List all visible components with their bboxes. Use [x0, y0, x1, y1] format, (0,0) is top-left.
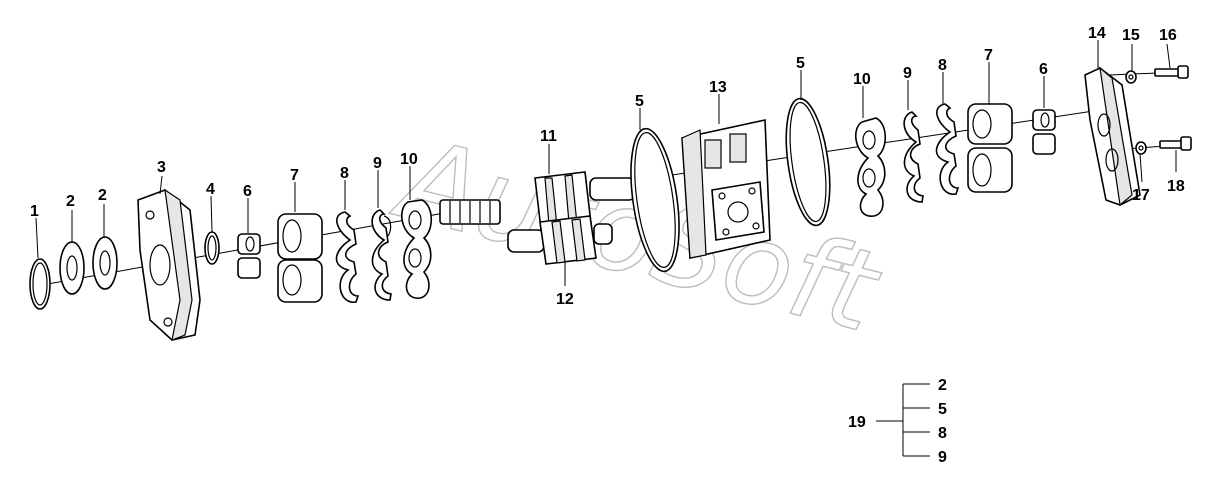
part-13-pump-body	[681, 119, 771, 259]
part-8-seal-left	[335, 211, 360, 303]
callout-8a: 8	[340, 165, 349, 182]
kit-item-9: 9	[938, 449, 947, 466]
callout-9b: 9	[903, 65, 912, 82]
callout-5a: 5	[635, 93, 644, 110]
callout-12: 12	[556, 291, 574, 308]
part-1-snap-ring	[29, 258, 51, 310]
callout-18: 18	[1167, 178, 1185, 195]
part-9-backup-ring-left	[371, 209, 392, 301]
callout-11: 11	[540, 128, 557, 145]
part-15-washer-top	[1125, 70, 1137, 84]
kit-19-bracket: 19 2 5 8 9	[848, 377, 947, 466]
part-3-front-cover	[137, 188, 201, 341]
callout-5b: 5	[796, 55, 805, 72]
part-14-rear-cover	[1084, 66, 1141, 207]
part-9-backup-ring-right	[903, 111, 924, 203]
callout-2b: 2	[98, 187, 107, 204]
callout-labels: 1 2 2 3 4 6 7 8 9 10 11 12 5 13 5 10 9 8…	[30, 25, 1185, 308]
part-10-wear-plate-left	[401, 199, 433, 299]
callout-leaders	[35, 40, 1177, 286]
part-7-bearing-left	[277, 213, 323, 303]
kit-label: 19	[848, 414, 866, 431]
part-16-bolt-top	[1154, 65, 1189, 79]
callout-7b: 7	[984, 47, 993, 64]
part-5-o-ring-left	[630, 127, 680, 273]
callout-16: 16	[1159, 27, 1177, 44]
callout-1: 1	[30, 203, 39, 220]
part-2-washer-left	[59, 241, 85, 295]
kit-item-2: 2	[938, 377, 947, 394]
kit-item-5: 5	[938, 401, 947, 418]
part-6-bushing-right	[1032, 109, 1056, 155]
part-12-driven-gear	[507, 215, 613, 265]
callout-2a: 2	[66, 193, 75, 210]
callout-9a: 9	[373, 155, 382, 172]
part-2-washer-right	[92, 236, 118, 290]
part-10-wear-plate-right	[855, 117, 887, 217]
callout-14: 14	[1088, 25, 1106, 42]
kit-item-8: 8	[938, 425, 947, 442]
callout-3: 3	[157, 159, 166, 176]
part-5-o-ring-right	[785, 97, 831, 227]
part-18-bolt-bottom	[1159, 136, 1192, 151]
callout-8b: 8	[938, 57, 947, 74]
callout-15: 15	[1122, 27, 1140, 44]
part-8-seal-right	[935, 103, 960, 195]
part-4-o-ring	[204, 231, 220, 265]
part-7-bearing-right	[967, 103, 1013, 193]
callout-7a: 7	[290, 167, 299, 184]
callout-10b: 10	[853, 71, 871, 88]
part-6-bushing-left	[237, 233, 261, 279]
callout-17: 17	[1132, 187, 1150, 204]
callout-10a: 10	[400, 151, 418, 168]
callout-13: 13	[709, 79, 727, 96]
callout-6b: 6	[1039, 61, 1048, 78]
callout-4: 4	[206, 181, 215, 198]
part-17-washer-bottom	[1135, 141, 1147, 155]
callout-6a: 6	[243, 183, 252, 200]
